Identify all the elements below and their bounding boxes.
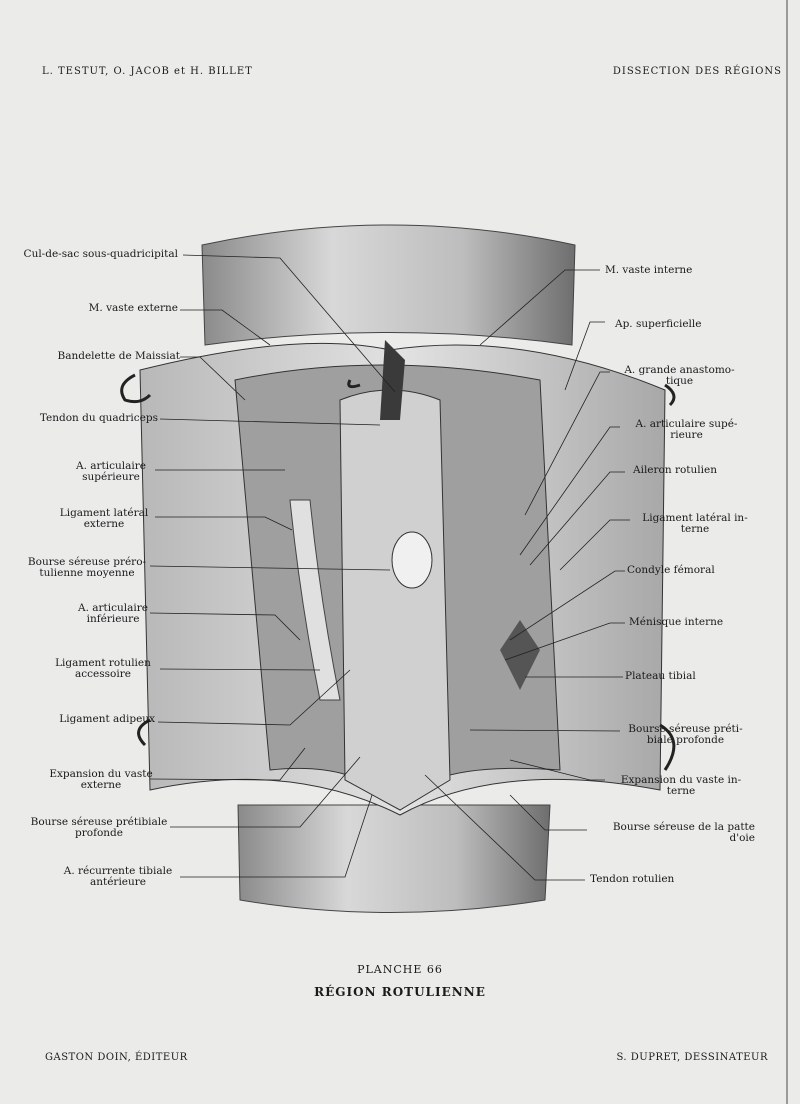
label-art-inferieure: A. articulaire inférieure	[78, 602, 148, 625]
plate-number: PLANCHE 66	[357, 963, 443, 976]
footer-publisher: GASTON DOIN, ÉDITEUR	[45, 1052, 188, 1063]
label-tendon-quadriceps: Tendon du quadriceps	[39, 412, 158, 424]
label-expansion-vaste-externe: Expansion du vaste externe	[49, 768, 153, 791]
label-grande-anastomotique: A. grande anastomo- tique	[624, 364, 735, 387]
label-vaste-interne: M. vaste interne	[605, 264, 693, 276]
label-vaste-externe: M. vaste externe	[88, 302, 178, 314]
label-bourse-pretibiale: Bourse séreuse prétibiale profonde	[30, 816, 168, 839]
label-aileron-rotulien: Aileron rotulien	[633, 464, 717, 476]
retractor-hooks	[120, 373, 676, 771]
label-bandelette: Bandelette de Maissiat	[57, 350, 181, 362]
leg-cylinder	[237, 804, 551, 913]
label-tendon-rotulien: Tendon rotulien	[590, 873, 675, 885]
footer-artist: S. DUPRET, DESSINATEUR	[616, 1052, 768, 1063]
label-patte-oie: Bourse séreuse de la patte d'oie	[612, 821, 755, 844]
deep-structures	[234, 340, 561, 811]
label-lig-adipeux: Ligament adipeux	[59, 713, 155, 725]
label-art-superieure-r: A. articulaire supé- rieure	[635, 418, 738, 441]
label-lig-lateral-interne: Ligament latéral in- terne	[642, 512, 748, 535]
label-bourse-prerotulienne: Bourse séreuse prérо- tulienne moyenne	[27, 556, 147, 579]
label-plateau-tibial: Plateau tibial	[625, 670, 696, 682]
label-ap-superficielle: Ap. superficielle	[615, 318, 702, 330]
label-condyle-femoral: Condyle fémoral	[627, 564, 715, 576]
label-cul-de-sac: Cul-de-sac sous-quadricipital	[23, 248, 178, 260]
label-menisque-interne: Ménisque interne	[629, 616, 724, 628]
plate-title: RÉGION ROTULIENNE	[314, 985, 486, 999]
header-authors: L. TESTUT, O. JACOB et H. BILLET	[42, 66, 253, 77]
page-edge	[786, 0, 788, 1104]
label-art-superieure: A. articulaire supérieure	[76, 460, 146, 483]
label-recurrente-tibiale: A. récurrente tibiale antérieure	[63, 865, 173, 888]
label-lig-rotulien-accessoire: Ligament rotulien accessoire	[55, 657, 151, 680]
label-bourse-pretibiale-r: Bourse séreuse préti- biale profonde	[628, 723, 743, 746]
thigh-cylinder	[201, 224, 576, 346]
label-lig-lateral-externe: Ligament latéral externe	[59, 507, 149, 530]
label-expansion-vaste-interne: Expansion du vaste in- terne	[620, 774, 742, 797]
leader-lines	[149, 254, 630, 881]
header-section: DISSECTION DES RÉGIONS	[612, 66, 782, 77]
